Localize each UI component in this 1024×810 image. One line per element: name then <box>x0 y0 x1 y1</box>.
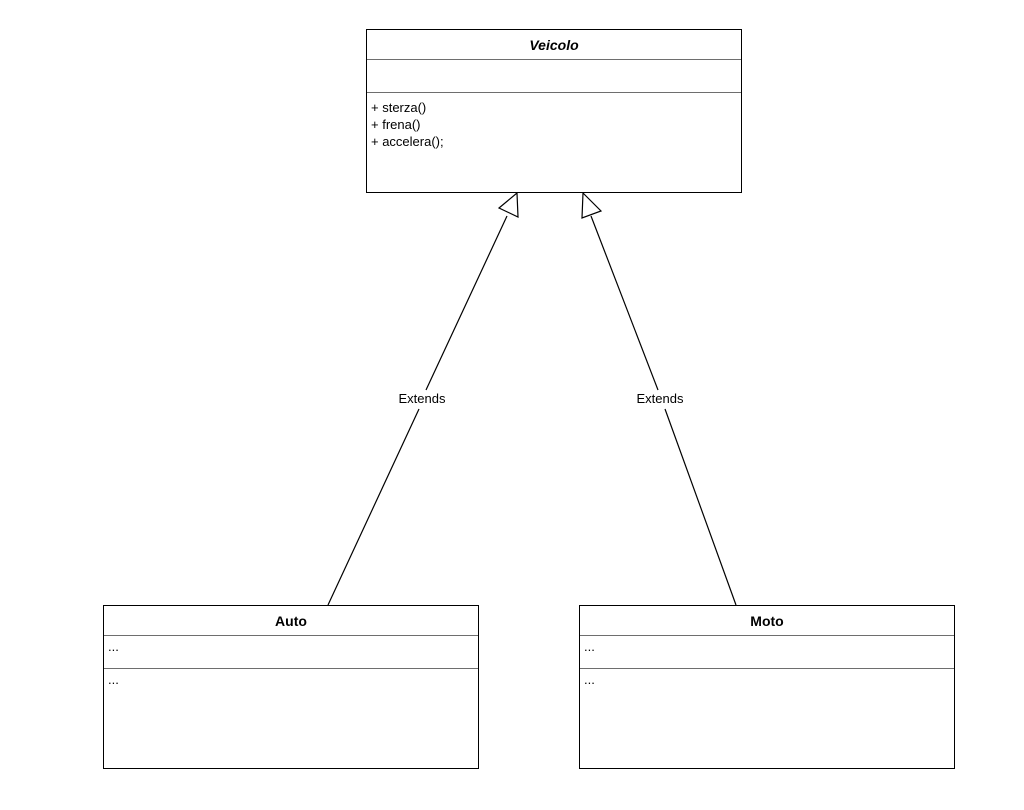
attribute-placeholder-moto: ... <box>584 639 595 654</box>
operation-sterza: + sterza() <box>371 100 427 115</box>
operations-compartment-auto: ... <box>104 668 478 694</box>
class-name-auto: Auto <box>275 612 307 629</box>
operations-compartment-moto: ... <box>580 668 954 694</box>
generalization-auto-veicolo[interactable]: Extends <box>327 191 519 606</box>
class-name-veicolo: Veicolo <box>529 36 579 53</box>
edge-line-auto-segment-upper <box>425 215 508 391</box>
operations-compartment-veicolo: + sterza() + frena() + accelera(); <box>367 92 741 156</box>
attributes-compartment-auto: ... <box>104 635 478 668</box>
generalization-moto-veicolo[interactable]: Extends <box>581 191 737 606</box>
edge-line-auto-segment-lower <box>327 408 420 606</box>
attributes-compartment-veicolo <box>367 59 741 92</box>
edge-line-moto-segment-upper <box>590 215 659 391</box>
class-veicolo[interactable]: Veicolo + sterza() + frena() + accelera(… <box>366 29 742 193</box>
attribute-placeholder-auto: ... <box>108 639 119 654</box>
generalization-arrowhead-moto <box>581 191 603 219</box>
operation-frena: + frena() <box>371 117 421 132</box>
class-moto[interactable]: Moto ... ... <box>579 605 955 769</box>
edge-label-auto: Extends <box>399 391 446 406</box>
attributes-compartment-moto: ... <box>580 635 954 668</box>
operation-accelera: + accelera(); <box>371 134 444 149</box>
generalization-arrowhead-auto <box>497 191 519 218</box>
edge-line-moto-segment-lower <box>664 408 737 606</box>
class-name-moto: Moto <box>750 612 784 629</box>
operation-placeholder-moto: ... <box>584 672 595 687</box>
edge-label-moto: Extends <box>637 391 684 406</box>
operation-placeholder-auto: ... <box>108 672 119 687</box>
class-auto[interactable]: Auto ... ... <box>103 605 479 769</box>
